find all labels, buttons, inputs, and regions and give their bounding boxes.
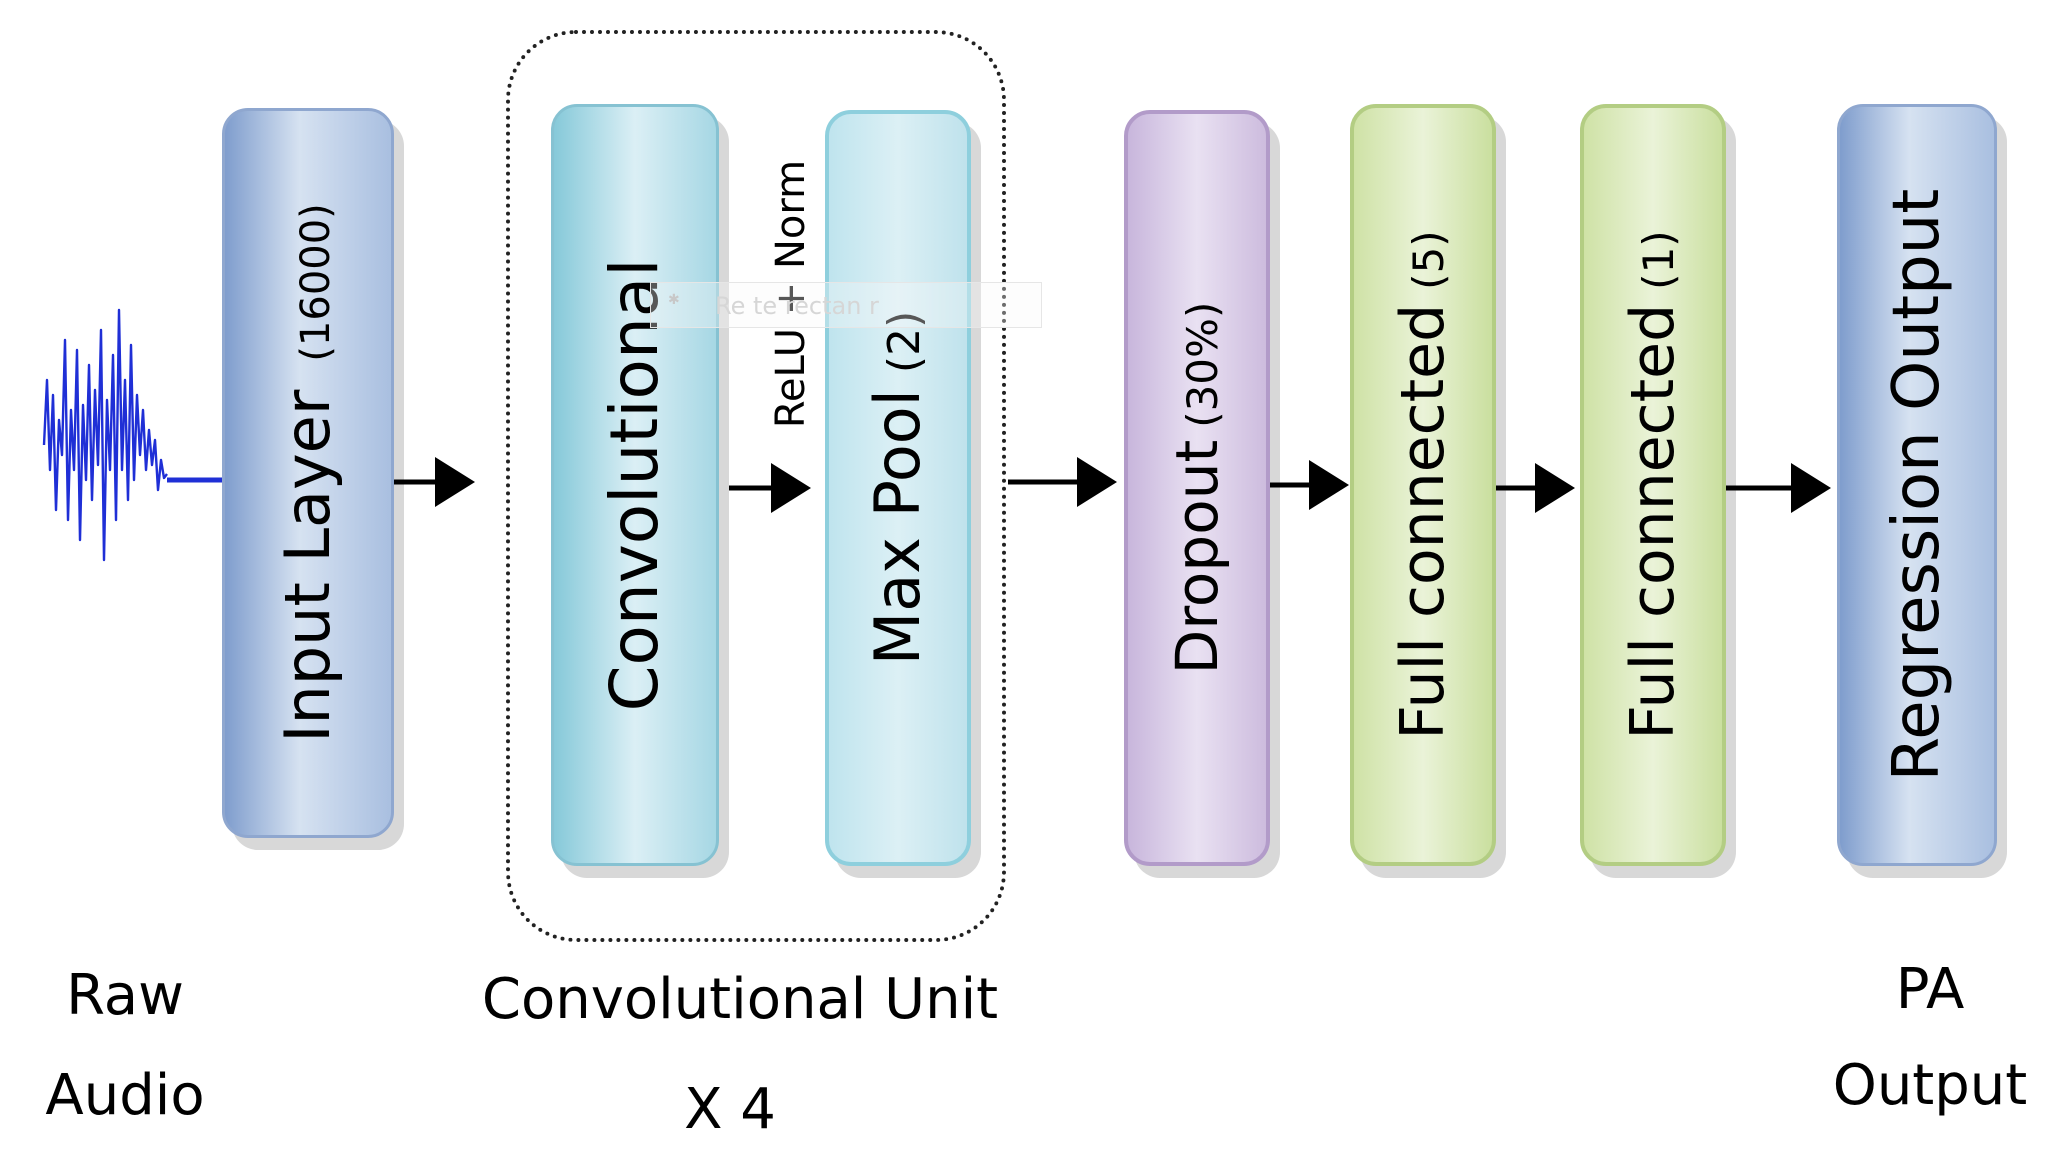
ghost-tooltip [650,282,1042,328]
convolutional-unit-repeat: X 4 [684,1077,776,1142]
regression-output-block: Regression Output [1837,104,1997,866]
ghost-tooltip-icon: ✱ [668,291,680,307]
max-pool-layer-block: Max Pool(2) [825,110,971,866]
dropout-layer-block: Dropout(30%) [1124,110,1270,866]
convolutional-unit-label: Convolutional Unit [481,967,999,1032]
convolutional-unit-box [506,30,1006,942]
raw-audio-label-line2: Audio [45,1063,205,1128]
raw-audio-label-line1: Raw [66,963,184,1028]
convolutional-layer-block: Convolutional [551,104,719,866]
pa-output-label-line2: Output [1832,1053,2028,1118]
full-connected-1-block: Full connected(1) [1580,104,1726,866]
ghost-tooltip-text: Re te rectan r [715,292,879,320]
full-connected-5-block: Full connected(5) [1350,104,1496,866]
raw-audio-waveform [42,308,222,562]
pa-output-label-line1: PA [1895,957,1965,1022]
input-layer-block: Input Layer(16000) [222,108,394,838]
